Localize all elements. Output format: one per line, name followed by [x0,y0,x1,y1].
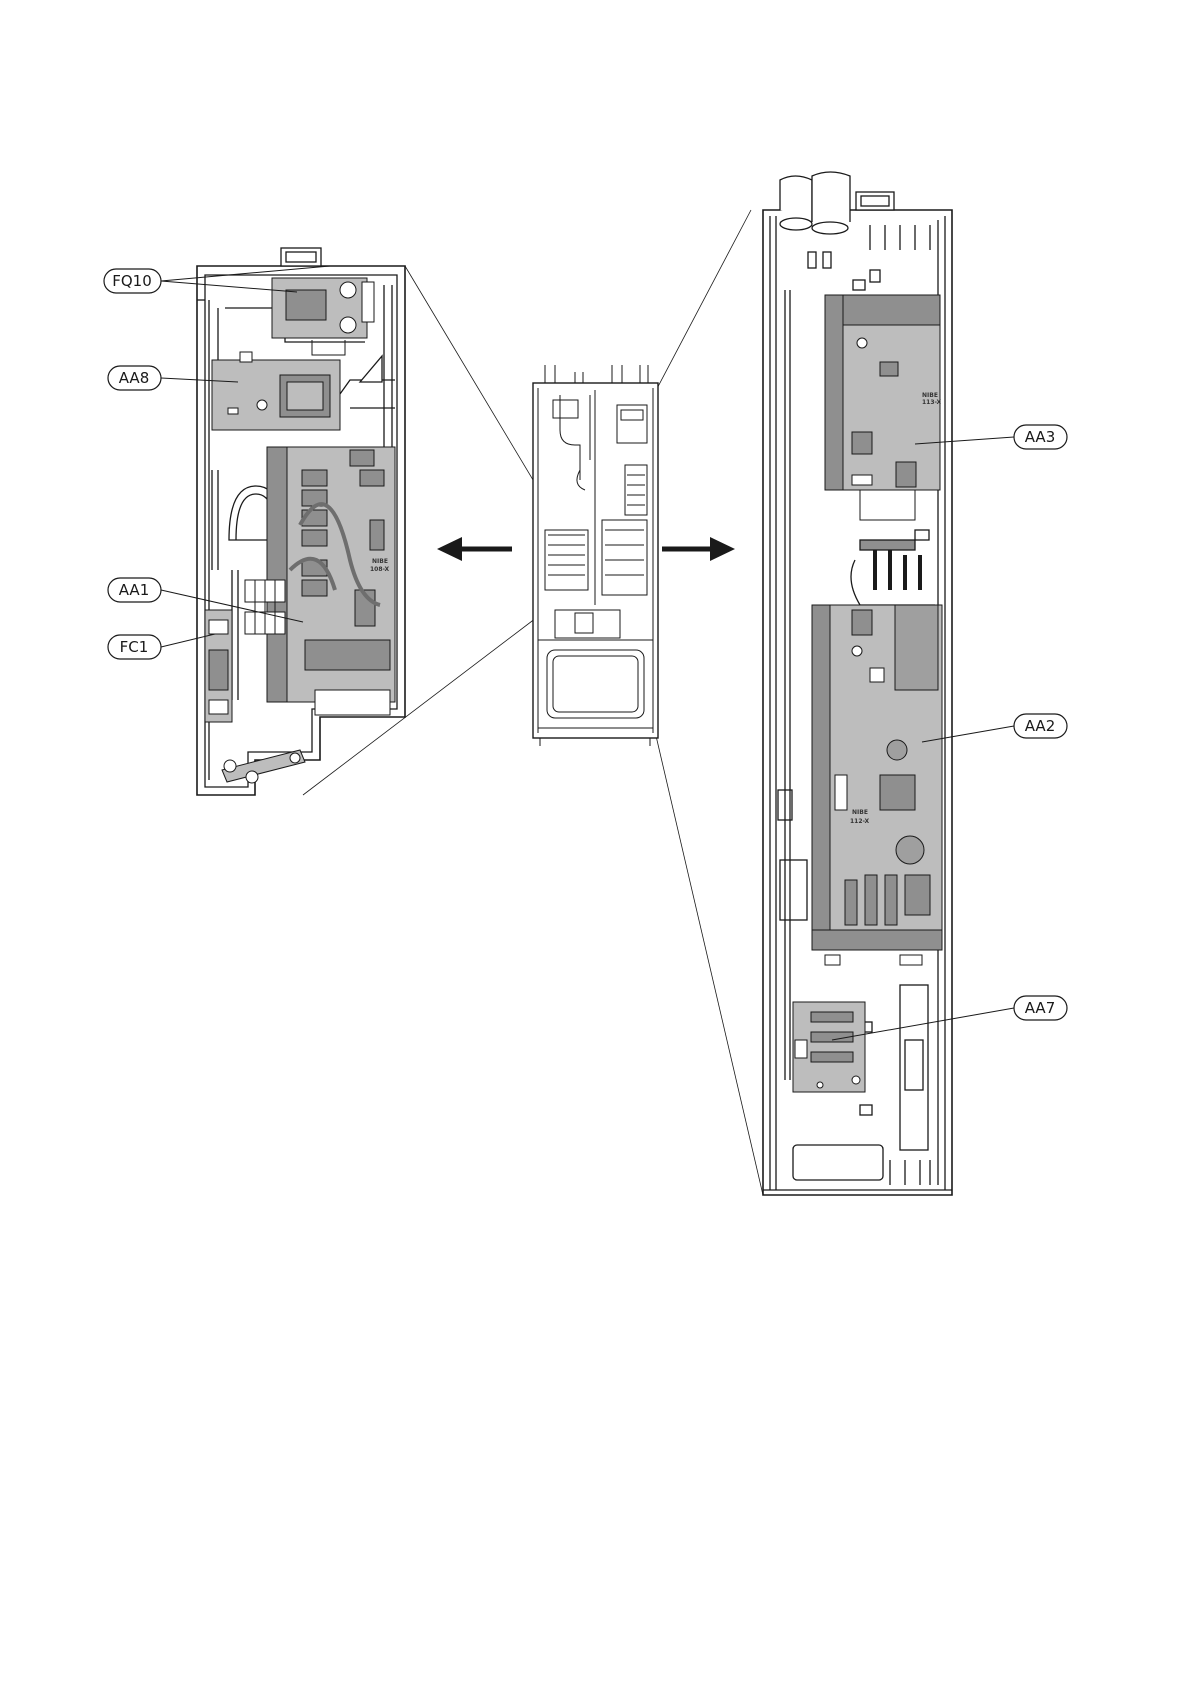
aa3-board-brand: NIBE [922,392,938,399]
left-board-model: 108-X [370,566,390,573]
callout-aa3-label: AA3 [1025,428,1055,446]
overview-unit [533,365,658,746]
callout-fc1-label: FC1 [120,638,149,656]
callout-aa1-label: AA1 [119,581,149,599]
callout-aa8-label: AA8 [119,369,149,387]
aa3-board-model: 113-X [922,399,942,406]
aa1-board [267,447,395,715]
aa3-board [825,295,940,520]
arrow-right [662,537,735,561]
left-board-brand: NIBE [372,558,388,565]
fc1-breaker [205,610,232,722]
callout-aa2-label: AA2 [1025,717,1055,735]
callout-fq10-label: FQ10 [112,272,152,290]
aa8-board [212,352,340,430]
aa7-board [793,1002,865,1092]
callout-aa7-label: AA7 [1025,999,1055,1017]
aa2-board [812,605,942,965]
aa2-board-brand: NIBE [852,809,868,816]
aa2-board-model: 112-X [850,818,870,825]
arrow-left [437,537,512,561]
